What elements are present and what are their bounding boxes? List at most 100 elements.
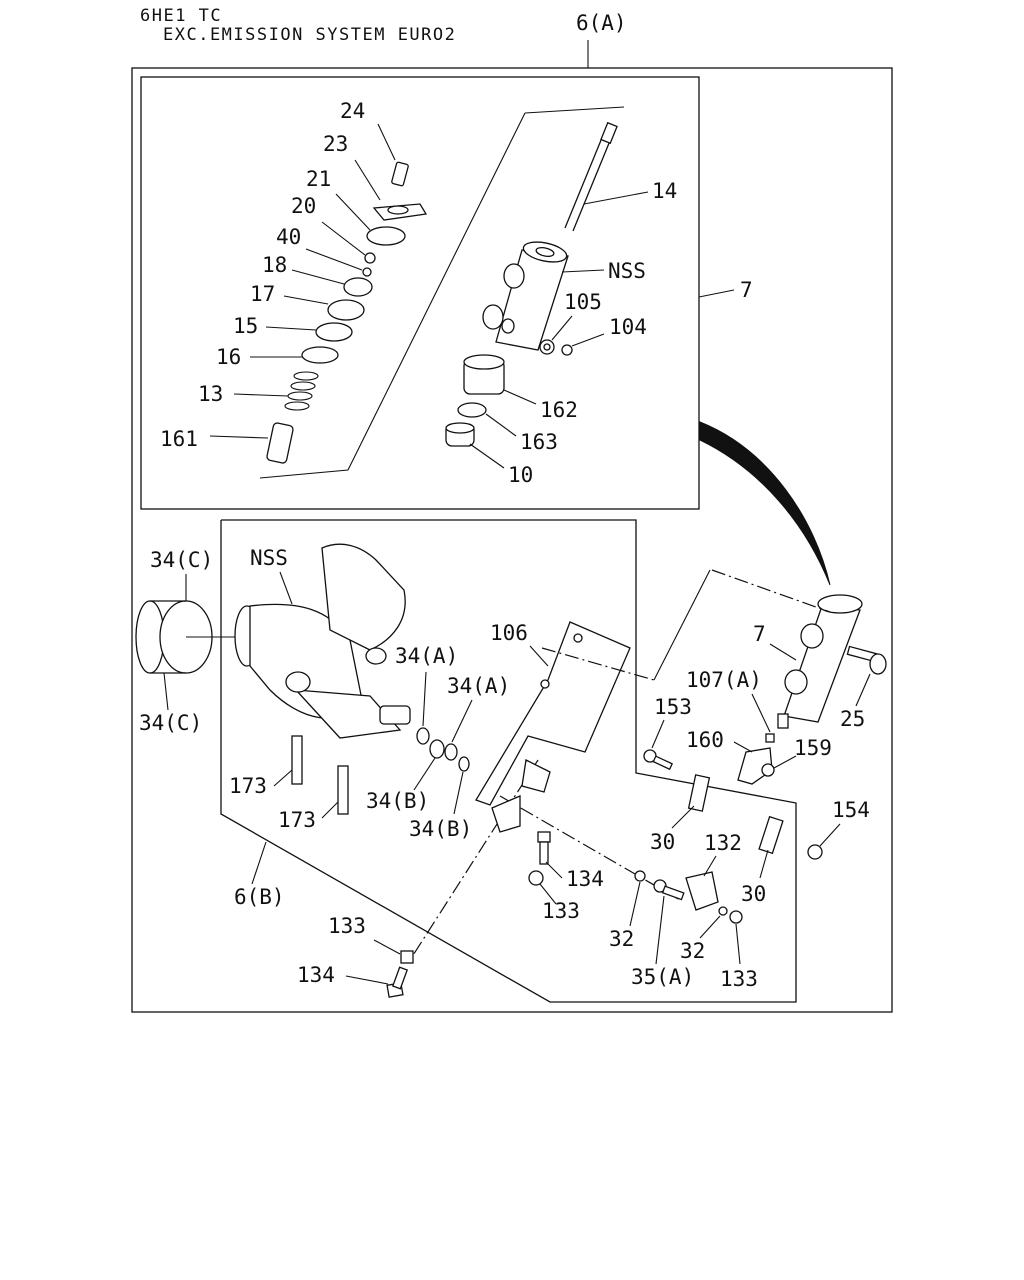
label-32-2: 32 (680, 939, 705, 963)
header-system-note: EXC.EMISSION SYSTEM EURO2 (163, 25, 456, 45)
label-133-bottom: 133 (328, 914, 366, 938)
bolt-25 (846, 645, 887, 675)
label-7-top: 7 (740, 278, 753, 302)
washer-34a-1 (416, 727, 430, 745)
label-106: 106 (490, 621, 528, 645)
nut-133-mid (528, 870, 544, 886)
label-35a: 35(A) (631, 965, 694, 989)
nut-133-bottom (400, 950, 414, 964)
label-134-bottom: 134 (297, 963, 335, 987)
cup-162 (463, 354, 505, 395)
label-161: 161 (160, 427, 198, 451)
bolt-134-mid (537, 831, 551, 865)
label-154: 154 (832, 798, 870, 822)
push-rod-14 (564, 121, 618, 232)
plate-132 (685, 871, 719, 911)
label-104: 104 (609, 315, 647, 339)
fitting-107a (765, 733, 775, 743)
label-159: 159 (794, 736, 832, 760)
label-nss-2: NSS (250, 546, 288, 570)
clamp-34c (135, 600, 238, 674)
washer-32-1 (634, 870, 646, 882)
cylinder-body-nss (482, 241, 569, 351)
label-6a: 6(A) (576, 11, 627, 35)
pin-161 (266, 422, 294, 464)
label-134-mid: 134 (566, 867, 604, 891)
nut-133-right (729, 910, 743, 924)
washer-163 (457, 402, 487, 418)
clip-30-2 (758, 815, 784, 855)
label-34c-bottom: 34(C) (139, 711, 202, 735)
label-32-1: 32 (609, 927, 634, 951)
bolt-24 (391, 161, 409, 187)
label-10: 10 (508, 463, 533, 487)
spacer-17 (327, 299, 365, 321)
label-15: 15 (233, 314, 258, 338)
seal-15 (315, 322, 353, 342)
cylinder-7 (777, 594, 863, 729)
label-160: 160 (686, 728, 724, 752)
bolt-35a (653, 879, 685, 901)
label-23: 23 (323, 132, 348, 156)
label-34b-1: 34(B) (366, 789, 429, 813)
stud-173-1 (291, 735, 303, 785)
label-25: 25 (840, 707, 865, 731)
label-107a: 107(A) (686, 668, 762, 692)
label-34b-2: 34(B) (409, 817, 472, 841)
label-133-right: 133 (720, 967, 758, 991)
label-34c-top: 34(C) (150, 548, 213, 572)
label-153: 153 (654, 695, 692, 719)
label-17: 17 (250, 282, 275, 306)
group-bracket-diagonal (259, 112, 526, 479)
washer-34a-2 (444, 743, 458, 761)
stud-173-2 (337, 765, 349, 815)
label-173-1: 173 (229, 774, 267, 798)
label-21: 21 (306, 167, 331, 191)
label-24: 24 (340, 99, 365, 123)
label-34a-2: 34(A) (447, 674, 510, 698)
label-133-mid: 133 (542, 899, 580, 923)
label-nss-1: NSS (608, 259, 646, 283)
bolt-153 (643, 749, 674, 771)
label-18: 18 (262, 253, 287, 277)
label-105: 105 (564, 290, 602, 314)
bolt-134-bottom (386, 966, 409, 998)
seal-104 (561, 344, 573, 356)
label-30-1: 30 (650, 830, 675, 854)
washer-32-2 (718, 906, 728, 916)
label-16: 16 (216, 345, 241, 369)
label-40: 40 (276, 225, 301, 249)
label-14: 14 (652, 179, 677, 203)
joint-160 (737, 747, 773, 785)
ring-18 (343, 277, 373, 297)
o-ring-21 (366, 226, 406, 246)
label-30-2: 30 (741, 882, 766, 906)
label-6b: 6(B) (234, 885, 285, 909)
label-132: 132 (704, 831, 742, 855)
label-20: 20 (291, 194, 316, 218)
header-engine-code: 6HE1 TC (140, 6, 222, 26)
label-173-2: 173 (278, 808, 316, 832)
nut-154 (807, 844, 823, 860)
group-bracket-top (524, 106, 625, 114)
assembly-6b-frame (220, 519, 797, 1003)
label-163: 163 (520, 430, 558, 454)
detail-pointer-arc (699, 421, 831, 586)
bracket-106 (475, 621, 631, 806)
label-34a-1: 34(A) (395, 644, 458, 668)
boot-10 (445, 422, 475, 447)
inset-frame-cylinder (140, 76, 700, 510)
seal-16 (301, 346, 339, 364)
spring-13 (284, 371, 319, 411)
washer-159 (761, 763, 775, 777)
washer-40 (362, 267, 372, 277)
washer-34b-1 (429, 739, 445, 759)
outer-frame (131, 67, 893, 1013)
washer-34b-2 (458, 756, 470, 772)
washer-20 (364, 252, 376, 264)
stay-piece (491, 795, 521, 833)
label-162: 162 (540, 398, 578, 422)
clip-30-1 (687, 774, 711, 812)
